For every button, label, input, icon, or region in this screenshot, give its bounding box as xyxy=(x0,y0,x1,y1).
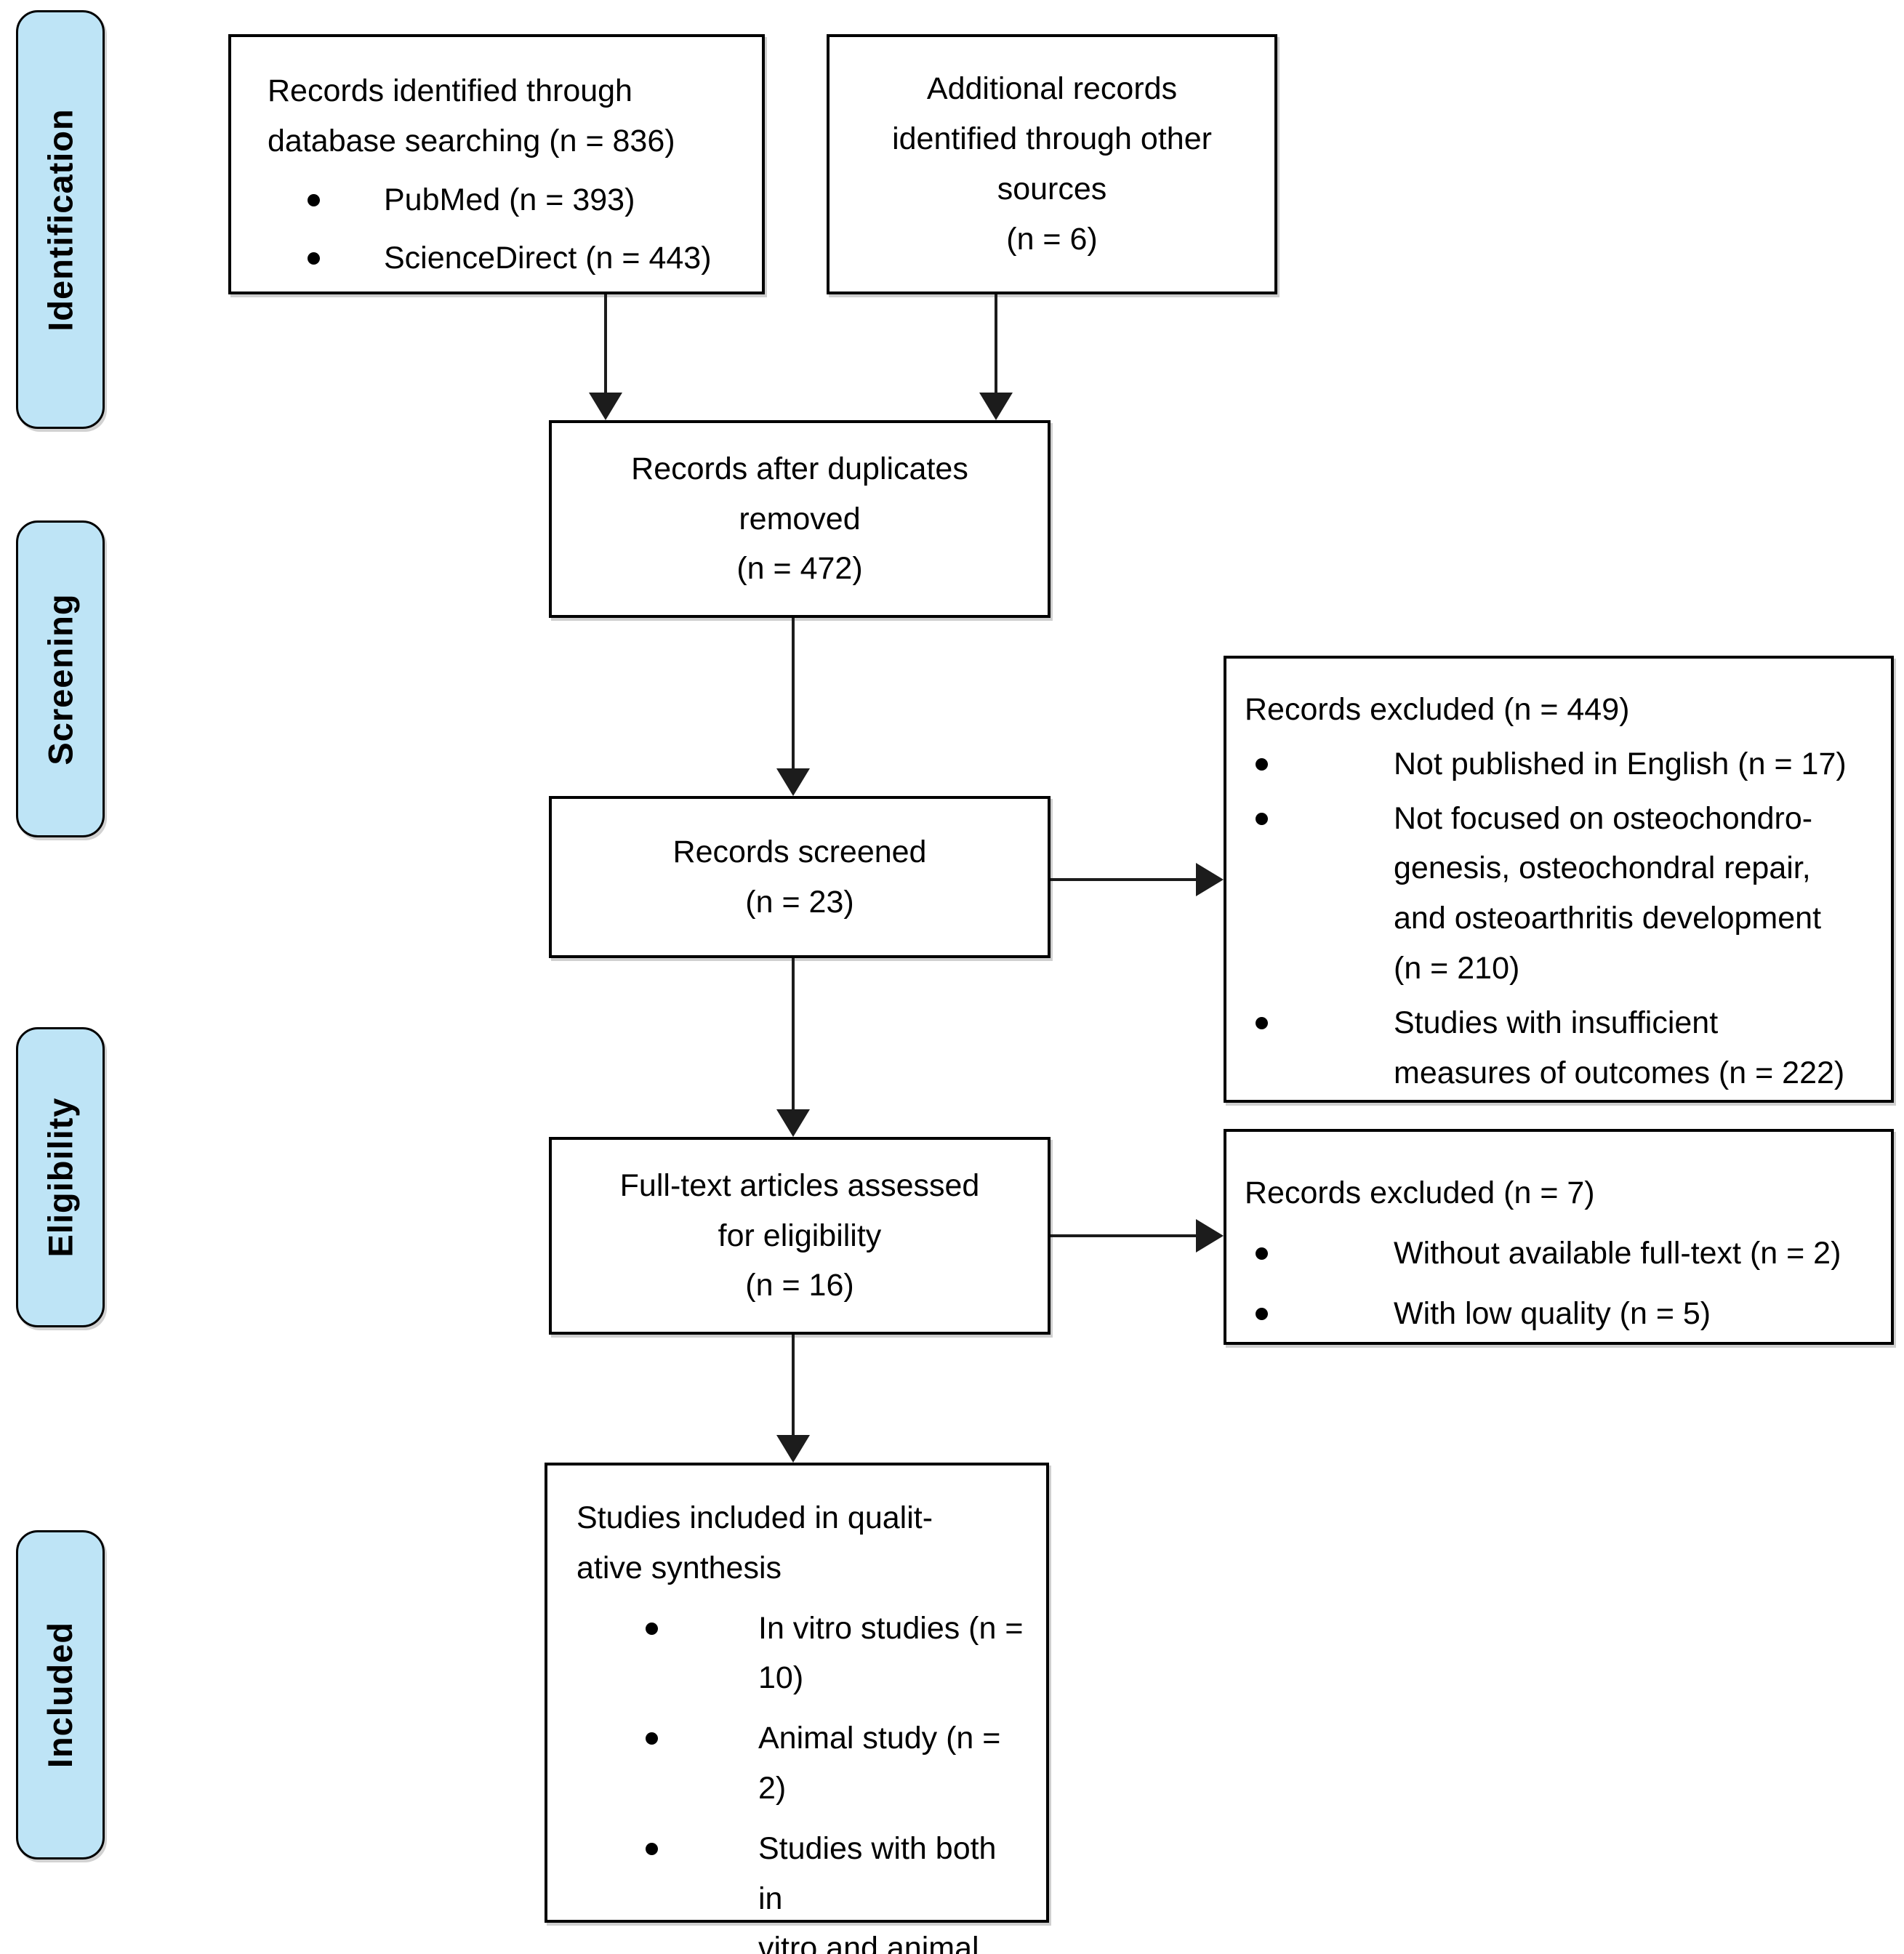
list-item-text: PubMed (n = 393) xyxy=(384,182,635,217)
box-duplicates-removed: Records after duplicates removed (n = 47… xyxy=(549,420,1051,618)
bullet-icon xyxy=(1256,812,1268,825)
box-records-screened: Records screened (n = 23) xyxy=(549,796,1051,958)
studies-included-title: Studies included in qualit- ative synthe… xyxy=(577,1500,933,1585)
bullet-icon xyxy=(1256,1307,1268,1320)
bullet-icon xyxy=(308,193,320,206)
arrow-down-icon xyxy=(776,768,810,796)
list-item-text: ScienceDirect (n = 443) xyxy=(384,241,712,276)
list-item-text: Not published in English (n = 17) xyxy=(1394,746,1847,781)
box-records-excluded-eligibility: Records excluded (n = 7) Without availab… xyxy=(1224,1129,1894,1345)
list-item: Studies with both in vitro and animal da… xyxy=(577,1824,1024,1954)
arrow-line xyxy=(995,294,997,394)
box-records-excluded-screening: Records excluded (n = 449) Not published… xyxy=(1224,656,1894,1103)
box-studies-included: Studies included in qualit- ative synthe… xyxy=(545,1463,1049,1954)
duplicates-removed-text: Records after duplicates removed (n = 47… xyxy=(631,451,968,587)
arrow-line xyxy=(1051,1234,1199,1237)
additional-records-text: Additional records identified through ot… xyxy=(892,71,1212,257)
bullet-icon xyxy=(646,1842,658,1855)
arrow-screened-to-excluded xyxy=(1051,863,1224,896)
bullet-icon xyxy=(308,252,320,265)
list-item-text: Studies with insufficient measures of ou… xyxy=(1394,1005,1845,1090)
list-item-text: Not focused on osteochondro- genesis, os… xyxy=(1394,800,1822,986)
arrow-dedup-to-screened xyxy=(776,618,810,796)
list-item: Not focused on osteochondro- genesis, os… xyxy=(1245,794,1865,994)
list-item: ScienceDirect (n = 443) xyxy=(268,233,733,284)
records-excluded-screening-title: Records excluded (n = 449) xyxy=(1245,692,1630,727)
arrow-down-icon xyxy=(979,393,1013,420)
bullet-icon xyxy=(646,1622,658,1635)
bullet-icon xyxy=(1256,1247,1268,1260)
arrow-line xyxy=(792,1335,795,1436)
list-item: PubMed (n = 393) xyxy=(268,175,733,225)
stage-eligibility-label: Eligibility xyxy=(41,1097,80,1258)
list-item: With low quality (n = 5) xyxy=(1245,1289,1865,1339)
stage-identification: Identification xyxy=(16,10,105,429)
arrow-identified-to-dedup xyxy=(589,294,622,420)
bullet-icon xyxy=(1256,1016,1268,1029)
bullet-icon xyxy=(1256,757,1268,771)
arrow-down-icon xyxy=(776,1435,810,1463)
stage-eligibility: Eligibility xyxy=(16,1027,105,1327)
stage-included-label: Included xyxy=(41,1621,80,1769)
arrow-down-icon xyxy=(589,393,622,420)
arrow-fulltext-to-included xyxy=(776,1335,810,1463)
box-additional-records: Additional records identified through ot… xyxy=(827,34,1277,294)
arrow-right-icon xyxy=(1196,863,1224,896)
list-item-text: In vitro studies (n = 10) xyxy=(758,1610,1024,1696)
arrow-line xyxy=(792,618,795,770)
arrow-right-icon xyxy=(1196,1219,1224,1253)
arrow-line xyxy=(792,958,795,1111)
records-excluded-eligibility-title: Records excluded (n = 7) xyxy=(1245,1175,1595,1210)
list-item-text: With low quality (n = 5) xyxy=(1394,1295,1711,1331)
list-item: Without available full-text (n = 2) xyxy=(1245,1229,1865,1279)
arrow-line xyxy=(1051,878,1199,881)
list-item: In vitro studies (n = 10) xyxy=(577,1604,1024,1704)
box-fulltext-assessed: Full-text articles assessed for eligibil… xyxy=(549,1137,1051,1335)
arrow-line xyxy=(604,294,607,394)
stage-identification-label: Identification xyxy=(41,108,80,331)
stage-screening-label: Screening xyxy=(41,592,80,765)
arrow-screened-to-fulltext xyxy=(776,958,810,1137)
fulltext-assessed-text: Full-text articles assessed for eligibil… xyxy=(619,1167,980,1303)
records-identified-title: Records identified through database sear… xyxy=(268,73,675,158)
list-item-text: Without available full-text (n = 2) xyxy=(1394,1235,1841,1271)
records-screened-text: Records screened (n = 23) xyxy=(672,834,927,920)
list-item-text: Studies with both in vitro and animal da… xyxy=(758,1830,997,1954)
list-item-text: Animal study (n = 2) xyxy=(758,1721,1001,1806)
box-records-identified: Records identified through database sear… xyxy=(228,34,765,294)
list-item: Animal study (n = 2) xyxy=(577,1713,1024,1814)
bullet-icon xyxy=(646,1732,658,1745)
arrow-additional-to-dedup xyxy=(979,294,1013,420)
arrow-down-icon xyxy=(776,1109,810,1137)
stage-included: Included xyxy=(16,1530,105,1859)
list-item: Not published in English (n = 17) xyxy=(1245,739,1865,789)
stage-screening: Screening xyxy=(16,520,105,837)
arrow-fulltext-to-excluded xyxy=(1051,1219,1224,1253)
list-item: Studies with insufficient measures of ou… xyxy=(1245,998,1865,1098)
